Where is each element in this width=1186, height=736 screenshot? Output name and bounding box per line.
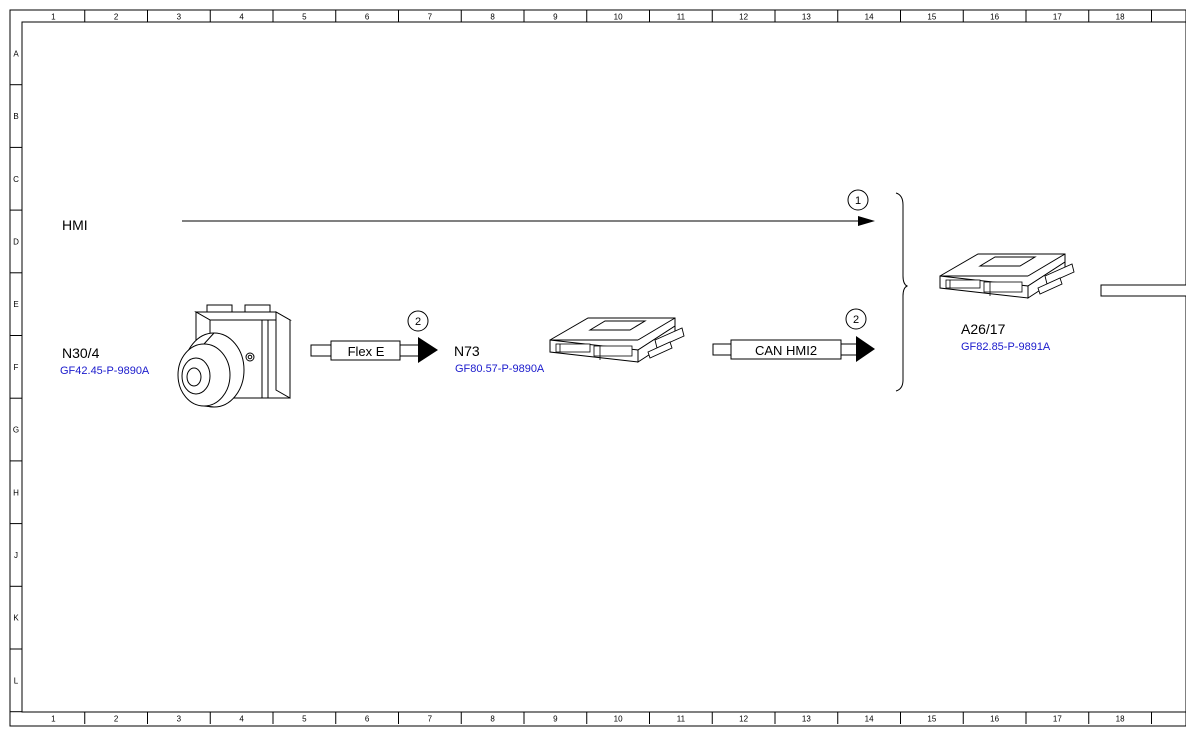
grid-column-label: 5 (302, 715, 307, 724)
grid-row-label: A (13, 49, 19, 58)
flex-e-marker: 2 (407, 310, 429, 332)
grid-row-label: E (13, 300, 18, 309)
grid-column-label: 2 (114, 13, 119, 22)
grid-column-label: 7 (428, 715, 433, 724)
grid-column-label: 12 (739, 715, 748, 724)
grid-column-label: 7 (428, 13, 433, 22)
grid-column-label: 17 (1053, 715, 1062, 724)
grid-column-label: 10 (614, 13, 623, 22)
grid-column-label: 11 (677, 13, 686, 22)
grid-column-label: 1 (51, 13, 56, 22)
camera-reference-link[interactable]: GF42.45-P-9890A (60, 365, 150, 377)
grid-column-label: 1 (51, 715, 56, 724)
grid-column-label: 5 (302, 13, 307, 22)
grid-column-label: 16 (990, 715, 999, 724)
svg-text:1: 1 (855, 195, 861, 207)
grid-row-label: D (13, 237, 19, 246)
n73-reference-link[interactable]: GF80.57-P-9890A (455, 363, 545, 375)
n73-label: N73 (454, 343, 480, 359)
grid-column-label: 8 (490, 715, 495, 724)
camera-label: N30/4 (62, 345, 100, 361)
grid-column-label: 4 (239, 715, 244, 724)
grid-column-label: 8 (490, 13, 495, 22)
grid-column-label: 11 (677, 715, 686, 724)
grid-column-label: 9 (553, 13, 558, 22)
can-hmi2-connection: CAN HMI2 (712, 336, 875, 362)
grid-column-label: 6 (365, 715, 370, 724)
grid-row-label: L (14, 676, 19, 685)
grid-column-label: 13 (802, 715, 811, 724)
grid-column-label: 3 (177, 715, 182, 724)
a26-label: A26/17 (961, 321, 1006, 337)
svg-text:2: 2 (415, 316, 421, 328)
grid-row-label: G (13, 426, 19, 435)
grid-row-label: F (14, 363, 19, 372)
can-hmi2-label: CAN HMI2 (755, 343, 817, 358)
grid-column-label: 14 (865, 715, 874, 724)
camera-module-icon (177, 304, 292, 408)
flex-e-label: Flex E (348, 344, 385, 359)
grid-column-label: 18 (1116, 13, 1125, 22)
grid-row-label: C (13, 175, 19, 184)
grid-column-label: 17 (1053, 13, 1062, 22)
hmi-signal-marker: 1 (847, 189, 869, 211)
drawing-frame (9, 9, 1186, 727)
svg-text:2: 2 (853, 314, 859, 326)
grid-row-label: J (14, 551, 18, 560)
grid-column-label: 15 (927, 715, 936, 724)
grid-column-label: 16 (990, 13, 999, 22)
input-grouping-brace (895, 192, 909, 392)
flex-e-connection: Flex E (310, 337, 438, 363)
n73-control-unit-icon (549, 317, 685, 363)
grid-column-label: 14 (865, 13, 874, 22)
a26-reference-link[interactable]: GF82.85-P-9891A (961, 341, 1051, 353)
grid-row-label: B (13, 112, 18, 121)
grid-column-label: 4 (239, 13, 244, 22)
outgoing-connection-stub (1100, 284, 1186, 297)
grid-row-label: H (13, 488, 19, 497)
grid-column-label: 13 (802, 13, 811, 22)
grid-column-label: 6 (365, 13, 370, 22)
can-hmi2-marker: 2 (845, 308, 867, 330)
hmi-signal-arrow (182, 216, 875, 226)
grid-row-label: K (13, 614, 19, 623)
grid-column-label: 12 (739, 13, 748, 22)
grid-column-label: 10 (614, 715, 623, 724)
hmi-label: HMI (62, 217, 88, 233)
grid-ruler-left: A B C D E F G H J K L (10, 49, 22, 713)
grid-column-label: 9 (553, 715, 558, 724)
grid-column-label: 15 (927, 13, 936, 22)
grid-column-label: 2 (114, 715, 119, 724)
a26-control-unit-icon (939, 253, 1075, 299)
grid-column-label: 18 (1116, 715, 1125, 724)
grid-column-label: 3 (177, 13, 182, 22)
